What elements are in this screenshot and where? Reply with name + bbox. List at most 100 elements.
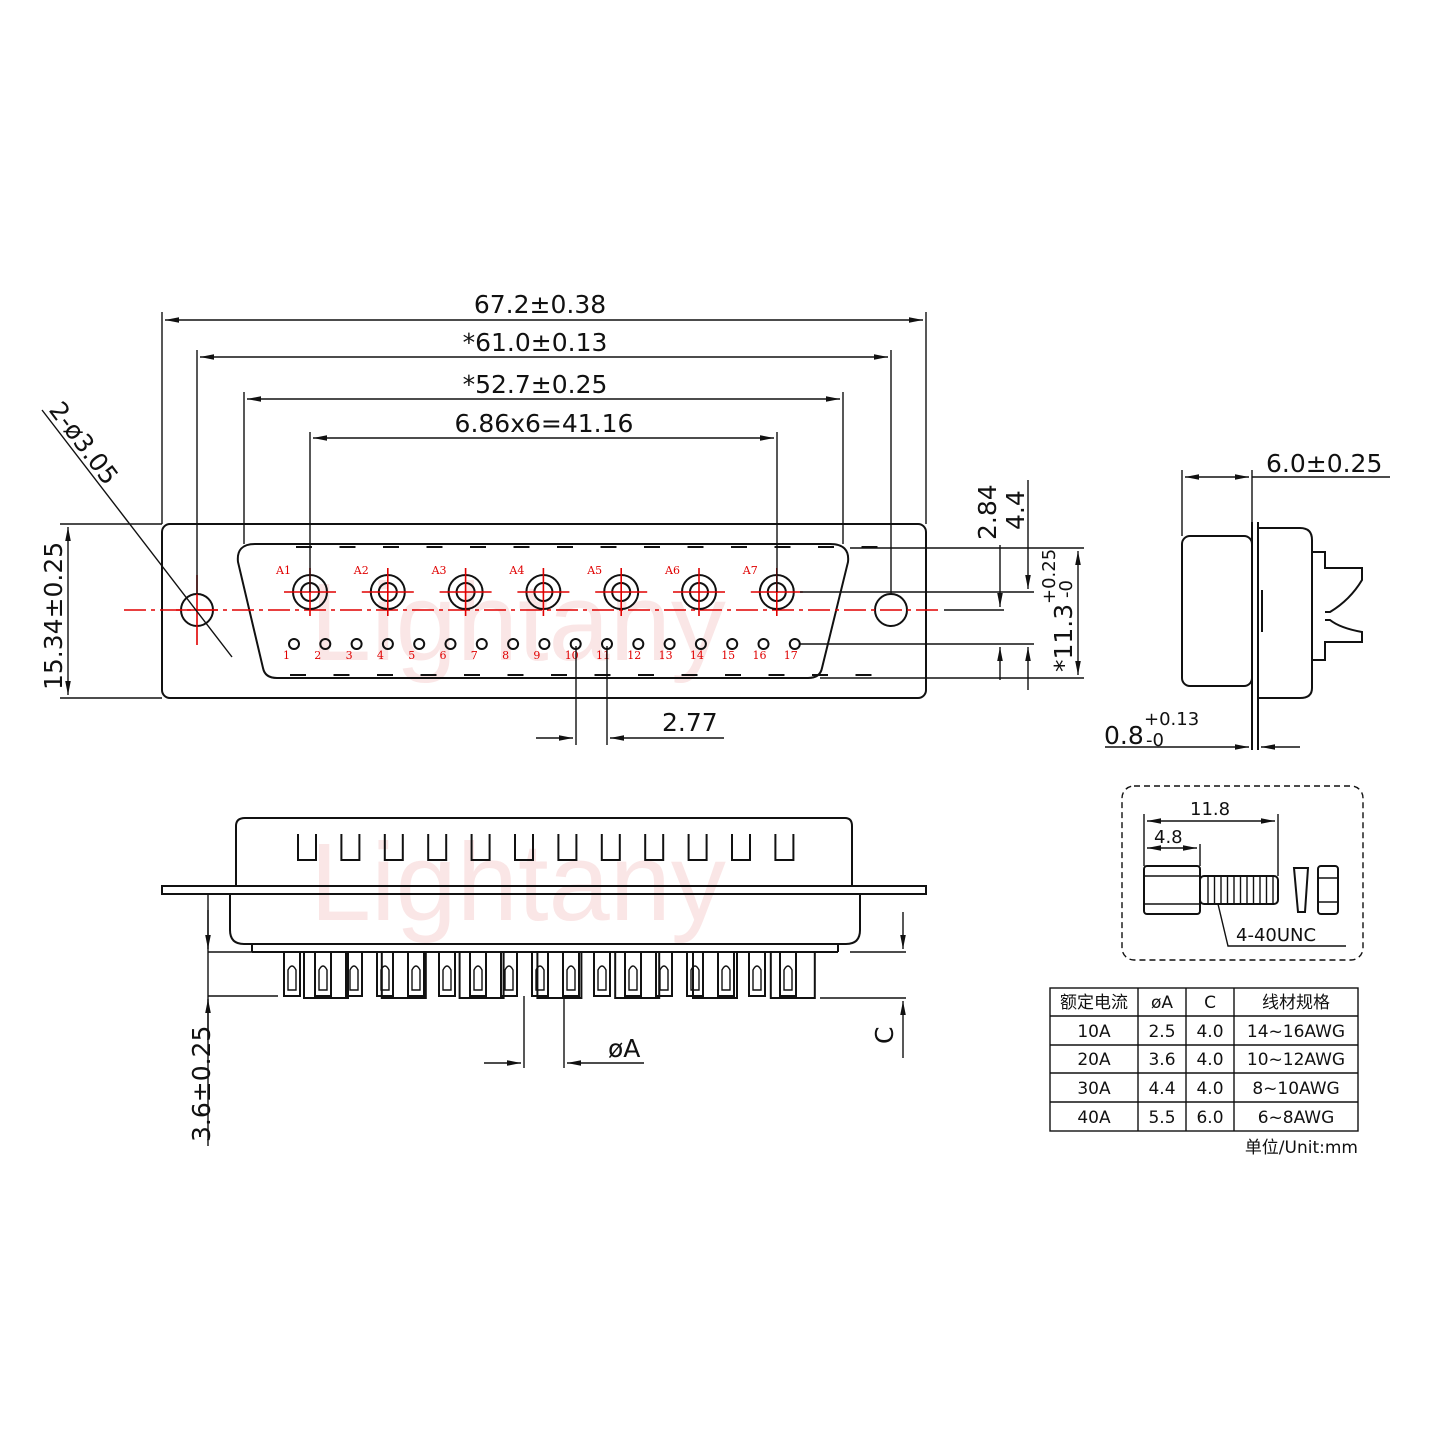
dim-phi-a: øA [608, 1034, 640, 1063]
dim-flange-thickness: 0.8 [1104, 721, 1144, 750]
screw-detail: 11.8 4.8 4-40UNC [1121, 785, 1364, 961]
screw-thread [1199, 875, 1279, 905]
dim-4-4: 4.4 [1001, 490, 1030, 530]
th-wire: 线材规格 [1262, 993, 1330, 1013]
dim-shell-height: *11.3 [1049, 604, 1078, 672]
dim-holes: 2-ø3.05 [43, 396, 124, 490]
table-cell: 6.0 [1196, 1108, 1223, 1128]
dim-flange-height: 15.34±0.25 [39, 542, 68, 690]
signal-pin-label: 4 [377, 649, 384, 662]
watermark-front: Lightany [310, 821, 726, 944]
th-phi-a: øA [1151, 993, 1173, 1013]
signal-contact: 12 [627, 638, 645, 662]
front-slots [297, 834, 795, 861]
front-tails [283, 952, 816, 999]
table-cell: 8~10AWG [1252, 1079, 1339, 1099]
th-current: 额定电流 [1060, 993, 1128, 1013]
signal-pin-label: 11 [596, 649, 610, 662]
hex-nut [1317, 865, 1339, 915]
table-cell: 5.5 [1148, 1108, 1175, 1128]
table-cell: 4.0 [1196, 1079, 1223, 1099]
signal-pin-label: 1 [283, 649, 290, 662]
side-view: 6.0±0.25 0.8 +0.13 -0 [1104, 449, 1390, 751]
th-c: C [1204, 993, 1216, 1013]
side-tail-top [1312, 551, 1363, 613]
table-cell: 30A [1077, 1079, 1111, 1099]
power-contact: A5 [586, 564, 648, 616]
front-body [229, 893, 861, 945]
thread-spec: 4-40UNC [1236, 925, 1316, 946]
signal-pin-label: 2 [314, 649, 321, 662]
signal-contact: 6 [440, 638, 457, 662]
signal-pin-label: 7 [471, 649, 478, 662]
power-contact: A3 [431, 564, 492, 616]
dim-shell-width: *52.7±0.25 [463, 370, 608, 399]
table-frame [1049, 987, 1359, 1132]
power-pin-label: A7 [742, 564, 758, 577]
signal-contact: 17 [784, 638, 801, 662]
dim-flange-tol-plus: +0.13 [1144, 709, 1199, 730]
signal-pin-label: 17 [784, 649, 798, 662]
signal-contact: 15 [721, 638, 739, 662]
side-shell [1181, 535, 1253, 687]
hex-standoff [1143, 865, 1201, 915]
signal-pin-label: 14 [690, 649, 704, 662]
power-pin-label: A3 [431, 564, 447, 577]
signal-pin-label: 13 [659, 649, 673, 662]
shell-outline [236, 543, 850, 679]
table-cell: 20A [1077, 1050, 1111, 1070]
signal-contact: 16 [753, 638, 770, 662]
detail-frame [1121, 785, 1364, 961]
table-cell: 2.5 [1148, 1022, 1175, 1042]
flange-outline [161, 523, 927, 699]
spec-table: 额定电流 øA C 线材规格 10A 2.5 4.0 14~16AWG 20A … [1049, 987, 1359, 1158]
table-cell: 3.6 [1148, 1050, 1175, 1070]
shell-ticks [290, 546, 878, 676]
power-contact: A6 [664, 564, 725, 616]
signal-contact: 1 [283, 638, 300, 662]
dim-screw-hex: 4.8 [1154, 827, 1183, 848]
dim-c: C [870, 1027, 899, 1044]
unit-note: 单位/Unit:mm [1245, 1138, 1358, 1158]
power-pin-label: A5 [586, 564, 602, 577]
dim-overall-width: 67.2±0.38 [474, 290, 606, 319]
dim-shell-height-tol-minus: -0 [1056, 580, 1077, 598]
watermark-top: Lightany [310, 561, 726, 684]
table-cell: 4.0 [1196, 1022, 1223, 1042]
dim-tail-length: 3.6±0.25 [187, 1026, 216, 1142]
signal-contact: 8 [502, 638, 520, 662]
dim-side-depth: 6.0±0.25 [1266, 449, 1382, 478]
power-pin-label: A6 [664, 564, 680, 577]
signal-contact: 7 [471, 638, 488, 662]
dim-screw-total: 11.8 [1190, 799, 1230, 820]
dim-2-84: 2.84 [973, 484, 1002, 540]
signal-pin-label: 16 [753, 649, 767, 662]
dim-pin-pitch-total: 6.86x6=41.16 [455, 409, 634, 438]
side-body [1258, 527, 1313, 699]
table-cell: 4.0 [1196, 1050, 1223, 1070]
signal-pin-label: 5 [408, 649, 415, 662]
dim-signal-pitch: 2.77 [662, 708, 718, 737]
thread-leader [1217, 903, 1346, 947]
front-view: 3.6±0.25 C øA [161, 817, 927, 1146]
table-cell: 40A [1077, 1108, 1111, 1128]
dim-flange-tol-minus: -0 [1146, 730, 1164, 751]
signal-pin-label: 6 [440, 649, 447, 662]
signal-contact: 9 [533, 638, 551, 662]
signal-contact: 4 [377, 638, 394, 662]
power-pin-label: A4 [508, 564, 524, 577]
dim-mount-spacing: *61.0±0.13 [463, 328, 608, 357]
dim-shell-height-tol-plus: +0.25 [1039, 549, 1060, 604]
signal-pin-label: 15 [721, 649, 735, 662]
signal-contact: 14 [690, 638, 707, 662]
signal-pin-label: 12 [627, 649, 641, 662]
table-cell: 6~8AWG [1258, 1108, 1335, 1128]
table-cell: 10~12AWG [1247, 1050, 1345, 1070]
signal-pin-label: 8 [502, 649, 509, 662]
lock-washer [1292, 867, 1310, 913]
power-contact: A7 [742, 564, 803, 616]
signal-contact: 13 [659, 638, 676, 662]
table-cell: 14~16AWG [1247, 1022, 1345, 1042]
side-tail-bottom [1312, 619, 1363, 661]
